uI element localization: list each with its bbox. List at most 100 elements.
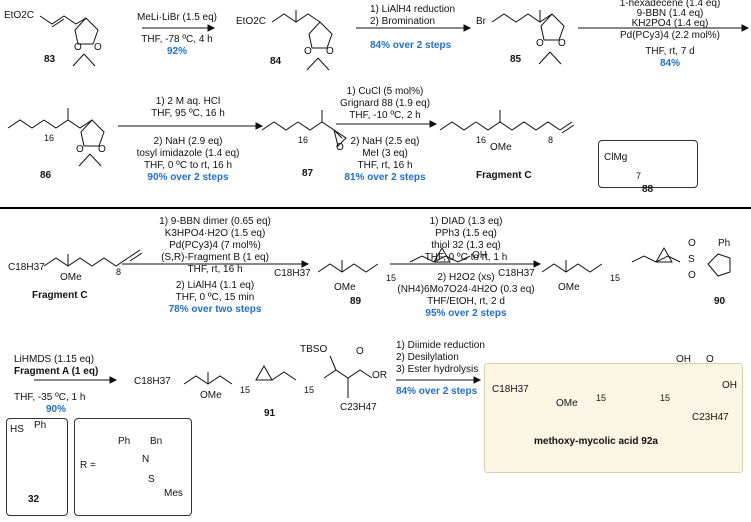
box-32 (6, 418, 68, 516)
index-15-89: 15 (386, 273, 397, 283)
label-91: 91 (264, 408, 276, 419)
box-88 (598, 140, 698, 188)
index-15-90: 15 (610, 273, 621, 283)
step6-line7: THF, 0 ºC, 15 min (175, 292, 255, 303)
step9-line3: 3) Ester hydrolysis (396, 364, 479, 375)
atom-c18-90: C18H37 (498, 268, 535, 279)
atom-or-91: OR (372, 370, 387, 381)
step6-line4: (S,R)-Fragment B (1 eq) (161, 252, 269, 263)
atom-o-85a: O (536, 38, 544, 49)
structure-85 (491, 10, 565, 65)
atom-mes-r: Mes (164, 488, 183, 499)
step5-line3: THF, -10 ºC, 2 h (349, 110, 421, 121)
atom-br-85: Br (476, 16, 486, 27)
atom-c18-89: C18H37 (274, 268, 311, 279)
step3-line2: 9-BBN (1.4 eq) (636, 8, 704, 19)
step6-line3: Pd(PCy3)4 (7 mol%) (169, 240, 261, 251)
atom-o-84a: O (304, 46, 312, 57)
step1-yield: 92% (166, 46, 187, 57)
step4-yield: 90% over 2 steps (147, 172, 229, 183)
index-8-fragc: 8 (548, 135, 554, 145)
index-15-91a: 15 (240, 385, 251, 395)
step4-line5: THF, 0 ºC to rt, 16 h (143, 160, 233, 171)
step4-line3: 2) NaH (2.9 eq) (153, 136, 223, 147)
step9-yield: 84% over 2 steps (396, 386, 478, 397)
atom-ome-91: OMe (200, 390, 222, 401)
step7-line6: (NH4)6Mo7O24·4H2O (0.3 eq) (397, 284, 535, 295)
atom-o-90a: O (688, 238, 696, 249)
structure-90 (541, 246, 731, 277)
step2-line2: 2) Bromination (370, 16, 436, 27)
box-r-group (74, 418, 192, 516)
step5-line1: 1) CuCl (5 mol%) (346, 86, 424, 97)
step8-yield: 90% (46, 404, 67, 415)
atom-c18-fragc: C18H37 (8, 262, 45, 273)
step5-line2: Grignard 88 (1.9 eq) (339, 98, 431, 109)
step4-line2: THF, 95 ºC, 16 h (151, 108, 225, 119)
step4-line1: 1) 2 M aq. HCl (155, 96, 221, 107)
atom-eto2c-83: EtO2C (4, 10, 35, 21)
step4-line4: tosyl imidazole (1.4 eq) (136, 148, 240, 159)
step1-reagent: MeLi·LiBr (1.5 eq) (136, 12, 218, 23)
structure-fragment-c-bottom (43, 249, 143, 267)
index-16-fragc: 16 (476, 135, 487, 145)
atom-hs-32: HS (10, 424, 24, 435)
final-product-highlight (484, 363, 743, 473)
label-87: 87 (302, 168, 314, 179)
label-r-eq: R = (80, 460, 96, 471)
label-83: 83 (44, 54, 56, 65)
step3-yield: 84% (659, 58, 680, 69)
step6-line6: 2) LiAlH4 (1.1 eq) (175, 280, 255, 291)
atom-oh-89: OH (472, 250, 487, 261)
step1-conditions: THF, -78 ºC, 4 h (141, 34, 213, 45)
atom-bn-r: Bn (150, 436, 163, 447)
index-15-92a-a: 15 (596, 393, 607, 403)
atom-o-83b: O (94, 42, 102, 53)
step3-line3: KH2PO4 (1.4 eq) (631, 18, 709, 29)
atom-c18-91: C18H37 (134, 376, 171, 387)
step3-line4: Pd(PCy3)4 (2.2 mol%) (619, 30, 721, 41)
step7-yield: 95% over 2 steps (425, 308, 507, 319)
atom-o-84b: O (326, 46, 334, 57)
atom-ome-92a: OMe (556, 398, 578, 409)
step5-line5: MeI (3 eq) (362, 148, 408, 159)
structure-89 (317, 246, 471, 273)
atom-oh-92a-b: OH (722, 380, 737, 391)
atom-o-91: O (356, 346, 364, 357)
atom-c23-92a: C23H47 (692, 412, 729, 423)
atom-ome-90: OMe (558, 282, 580, 293)
label-88: 88 (642, 184, 654, 195)
structure-91 (183, 355, 373, 398)
atom-o-83a: O (74, 42, 82, 53)
step7-line2: PPh3 (1.5 eq) (435, 228, 497, 239)
index-7-88: 7 (636, 171, 642, 181)
label-90: 90 (714, 296, 726, 307)
step8-line1: LiHMDS (1.15 eq) (14, 354, 95, 365)
index-16-86: 16 (44, 133, 55, 143)
label-92a: methoxy-mycolic acid 92a (534, 436, 658, 447)
atom-n-r: N (142, 454, 150, 465)
index-16-87: 16 (298, 135, 309, 145)
label-85: 85 (510, 54, 522, 65)
label-fragment-c-bottom: Fragment C (32, 290, 88, 301)
structure-fragment-c-top (439, 110, 575, 134)
step9-line1: 1) Diimide reduction (396, 340, 485, 351)
label-84: 84 (270, 56, 282, 67)
label-32: 32 (28, 494, 40, 505)
step7-line4: THF, 0 ºC to rt, 1 h (424, 252, 508, 263)
atom-ome-fragc: OMe (490, 142, 512, 153)
atom-o-87: O (336, 142, 344, 153)
step2-line1: 1) LiAlH4 reduction (370, 4, 456, 15)
step8-conditions: THF, -35 ºC, 1 h (14, 392, 86, 403)
label-86: 86 (40, 170, 52, 181)
atom-o-85b: O (558, 38, 566, 49)
index-15-92a-b: 15 (660, 393, 671, 403)
structure-86 (7, 108, 105, 167)
step3-conditions: THF, rt, 7 d (645, 46, 695, 57)
step6-line1: 1) 9-BBN dimer (0.65 eq) (159, 216, 271, 227)
atom-clmg-88: ClMg (604, 152, 628, 163)
atom-o-92a: O (706, 354, 714, 365)
atom-eto2c-84: EtO2C (236, 16, 267, 27)
step8-line2: Fragment A (1 eq) (14, 366, 99, 377)
atom-o-90b: O (688, 270, 696, 281)
